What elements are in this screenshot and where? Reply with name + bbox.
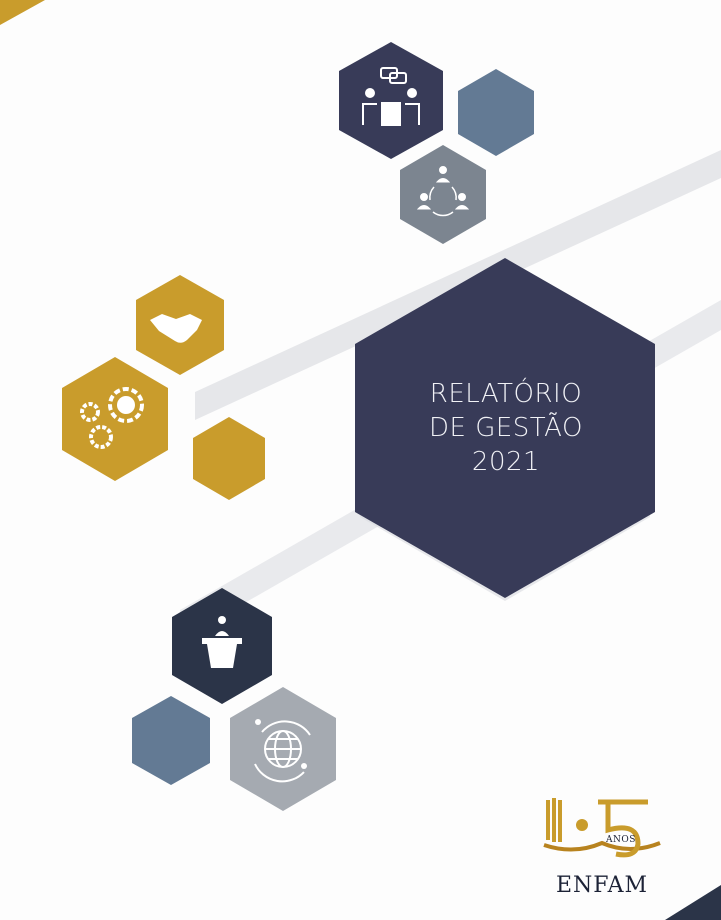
enfam-logo: ANOS ENFAM [542, 790, 662, 905]
logo-anos: ANOS [606, 835, 636, 845]
hex-meeting [339, 42, 443, 159]
corner-accent-bottom [665, 885, 721, 920]
title-line-3: 2021 [471, 447, 541, 477]
hex-title-shape [355, 258, 655, 598]
network-people-icon [416, 166, 470, 217]
hex-slate-bottom [132, 696, 210, 785]
hex-network [400, 145, 486, 244]
hex-gold-small [193, 417, 265, 500]
report-title: RELATÓRIO DE GESTÃO 2021 [356, 258, 656, 598]
title-line-2: DE GESTÃO [429, 413, 583, 443]
logo-name: ENFAM [555, 873, 649, 898]
meeting-icon [362, 67, 420, 126]
corner-accent-top [0, 0, 45, 25]
handshake-icon [150, 314, 202, 343]
hex-slate-top [458, 69, 534, 156]
speaker-podium-icon [202, 616, 242, 668]
hex-globe [230, 687, 336, 811]
hex-gears [62, 357, 168, 481]
enfam-logo-mark [543, 798, 661, 858]
title-line-1: RELATÓRIO [429, 379, 583, 409]
hex-podium [172, 588, 272, 704]
hex-handshake [136, 275, 224, 375]
globe-people-icon [254, 719, 311, 783]
gears-people-icon [80, 387, 144, 449]
